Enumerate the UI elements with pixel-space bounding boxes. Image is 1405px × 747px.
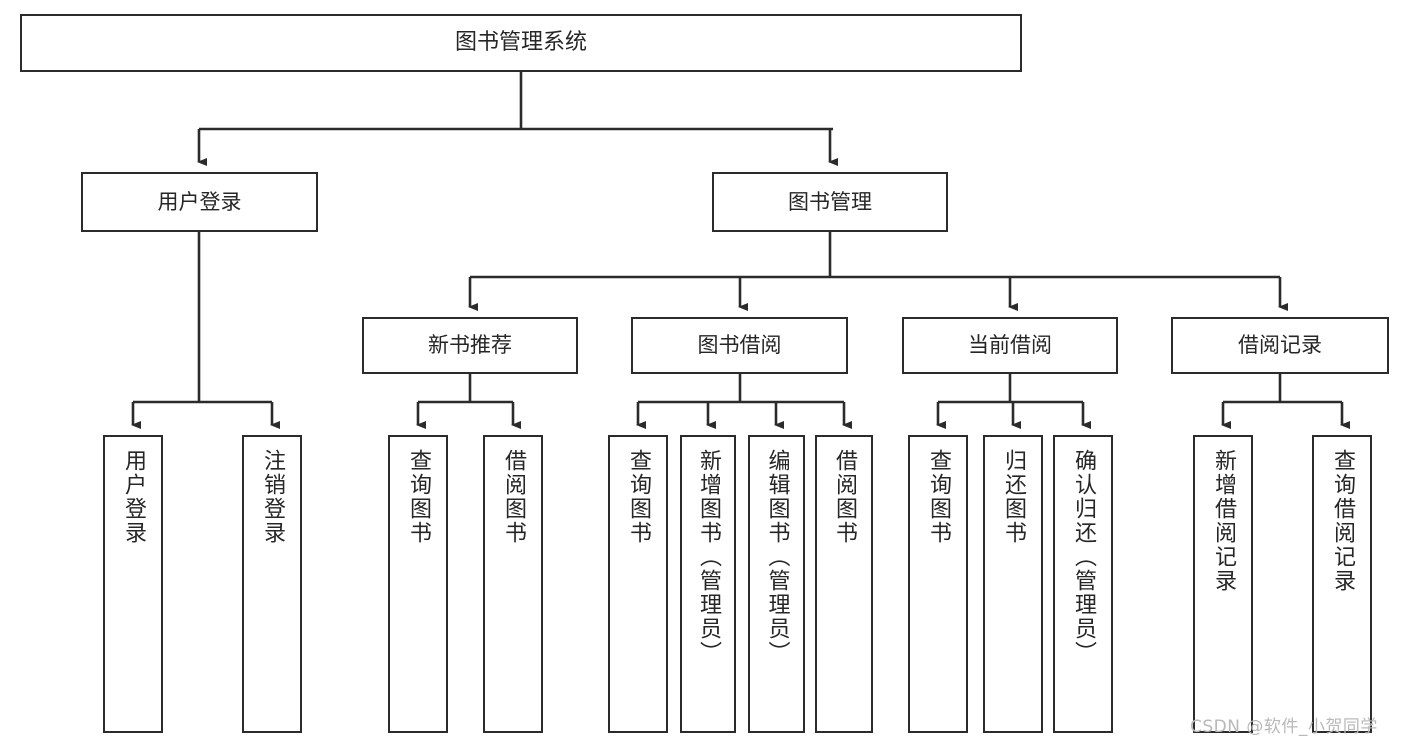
node-leaf-query-book-recommend[interactable]: 查询图书: [388, 435, 448, 733]
node-leaf-borrow-book-label: 借阅图书: [832, 449, 857, 545]
node-leaf-confirm-return-admin-label: 确认归还（管理员）: [1071, 449, 1096, 665]
node-current-borrow-label: 当前借阅: [968, 333, 1052, 358]
node-book-borrow[interactable]: 图书借阅: [631, 317, 848, 374]
node-leaf-query-book-current[interactable]: 查询图书: [908, 435, 968, 733]
node-current-borrow[interactable]: 当前借阅: [902, 317, 1118, 374]
node-leaf-query-book-borrow-label: 查询图书: [626, 449, 651, 545]
node-leaf-add-book-admin[interactable]: 新增图书（管理员）: [680, 435, 736, 733]
node-leaf-borrow-book-recommend-label: 借阅图书: [501, 449, 526, 545]
node-leaf-query-borrow-record[interactable]: 查询借阅记录: [1312, 435, 1372, 733]
node-leaf-borrow-book[interactable]: 借阅图书: [815, 435, 873, 733]
node-borrow-record[interactable]: 借阅记录: [1171, 317, 1389, 374]
node-leaf-return-book[interactable]: 归还图书: [983, 435, 1043, 733]
node-leaf-edit-book-admin[interactable]: 编辑图书（管理员）: [748, 435, 805, 733]
node-leaf-user-logout-label: 注销登录: [260, 449, 285, 545]
node-borrow-record-label: 借阅记录: [1238, 333, 1322, 358]
node-leaf-confirm-return-admin[interactable]: 确认归还（管理员）: [1053, 435, 1113, 733]
node-user-login[interactable]: 用户登录: [81, 172, 318, 232]
node-leaf-user-logout[interactable]: 注销登录: [242, 435, 302, 733]
node-root-label: 图书管理系统: [454, 30, 587, 56]
node-root[interactable]: 图书管理系统: [20, 14, 1022, 72]
node-leaf-return-book-label: 归还图书: [1001, 449, 1026, 545]
node-leaf-user-login-label: 用户登录: [121, 449, 146, 545]
node-new-book-recommend[interactable]: 新书推荐: [362, 317, 578, 374]
node-book-management-label: 图书管理: [788, 189, 872, 214]
node-leaf-add-book-admin-label: 新增图书（管理员）: [696, 449, 721, 665]
node-leaf-add-borrow-record-label: 新增借阅记录: [1211, 449, 1236, 593]
node-user-login-label: 用户登录: [157, 189, 242, 214]
node-leaf-query-book-recommend-label: 查询图书: [406, 449, 431, 545]
watermark-text: CSDN @软件_小贺同学: [1190, 717, 1378, 737]
node-leaf-query-borrow-record-label: 查询借阅记录: [1330, 449, 1355, 593]
node-leaf-edit-book-admin-label: 编辑图书（管理员）: [764, 449, 790, 665]
node-book-management[interactable]: 图书管理: [712, 172, 948, 232]
node-leaf-query-book-current-label: 查询图书: [926, 449, 951, 545]
node-leaf-user-login[interactable]: 用户登录: [103, 435, 163, 733]
node-book-borrow-label: 图书借阅: [697, 333, 782, 358]
node-leaf-query-book-borrow[interactable]: 查询图书: [608, 435, 668, 733]
node-new-book-recommend-label: 新书推荐: [428, 333, 512, 358]
node-leaf-add-borrow-record[interactable]: 新增借阅记录: [1193, 435, 1253, 733]
node-leaf-borrow-book-recommend[interactable]: 借阅图书: [483, 435, 543, 733]
